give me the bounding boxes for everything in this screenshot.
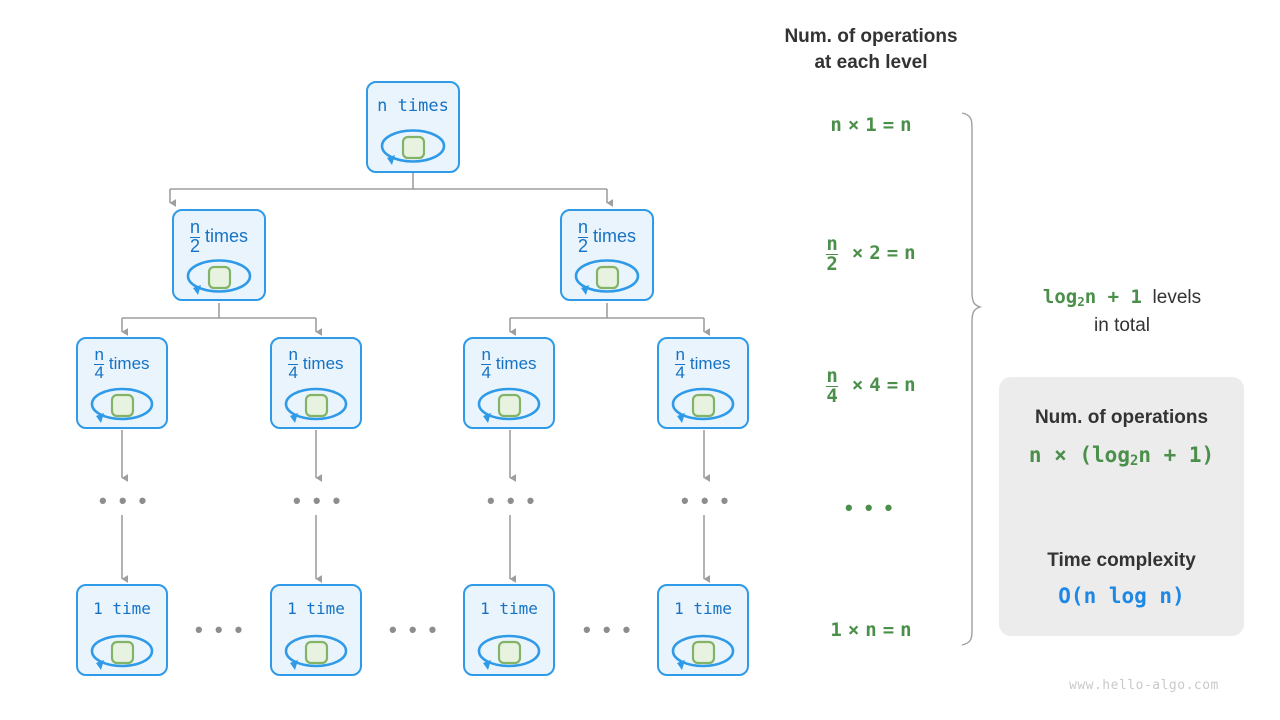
tree-node-label: n 4 times [288,345,344,382]
tree-node-level3-3[interactable]: n 4 times [657,337,749,429]
op-right: 2 [869,241,881,264]
operations-column-title-line1: Num. of operations [784,26,958,47]
tree-node-level4-0[interactable]: 1 time [76,584,168,676]
loop-icon [78,381,166,427]
summary-heading-complexity: Time complexity [1047,549,1196,571]
tree-node-level4-2[interactable]: 1 time [463,584,555,676]
fraction: n 2 [826,233,838,275]
tree-node-label: 1 time [287,599,345,618]
operations-row-ellipsis: • • • [845,495,896,520]
horizontal-ellipsis: • • • [583,617,634,642]
tree-node-level4-3[interactable]: 1 time [657,584,749,676]
summary-formula-operations: n × (log2n + 1) [1028,443,1215,470]
loop-icon [368,123,458,169]
tree-node-level2-1[interactable]: n 2 times [560,209,654,301]
op-right: 4 [869,373,881,396]
op-result: n [904,373,916,396]
op-result: n [900,113,912,136]
loop-icon [272,628,360,674]
op-left: 1 [830,618,842,641]
tree-node-label: 1 time [674,599,732,618]
tree-node-label: 1 time [480,599,538,618]
vertical-ellipsis: • • • [681,488,732,513]
fraction: n 4 [94,345,104,382]
loop-icon [562,253,652,299]
operations-row-level2: n 2 × 2 = n [763,235,979,273]
loop-icon [465,628,553,674]
operations-row-level3: n 4 × 4 = n [763,367,979,405]
op-equals: = [882,618,895,641]
loop-icon [659,628,747,674]
summary-box: Num. of operations n × (log2n + 1) Time … [999,377,1244,636]
vertical-ellipsis: • • • [99,488,150,513]
op-left: n [830,113,842,136]
tree-node-level3-1[interactable]: n 4 times [270,337,362,429]
tree-node-label: n 2 times [577,217,637,256]
op-equals: = [886,373,899,396]
levels-note-line2: in total [1094,314,1150,336]
operations-row-level4: 1 × n = n [763,618,979,642]
tree-node-label: n 2 times [189,217,249,256]
loop-icon [78,628,166,674]
fraction: n 4 [826,365,838,407]
levels-brace [961,112,983,646]
vertical-ellipsis: • • • [293,488,344,513]
tree-node-label: n 4 times [94,345,150,382]
loop-icon [465,381,553,427]
op-result: n [900,618,912,641]
tree-node-level3-2[interactable]: n 4 times [463,337,555,429]
fraction: n 2 [189,217,200,256]
op-equals: = [882,113,895,136]
summary-heading-operations: Num. of operations [1034,407,1209,428]
fraction: n 4 [288,345,298,382]
tree-node-level1-0[interactable]: n times [366,81,460,173]
operations-column-title: Num. of operations at each level [763,24,979,75]
op-result: n [904,241,916,264]
op-right: 1 [865,113,877,136]
fraction: n 2 [577,217,588,256]
tree-node-level3-0[interactable]: n 4 times [76,337,168,429]
tree-node-label: 1 time [93,599,151,618]
op-multiply: × [851,241,864,264]
op-right: n [865,618,877,641]
levels-note-suffix: levels [1152,287,1202,308]
levels-note-line1: log2n + 1 levels [1000,284,1244,312]
loop-icon [174,253,264,299]
operations-row-level1: n × 1 = n [763,113,979,137]
op-multiply: × [847,618,860,641]
summary-complexity-value: O(n log n) [1058,583,1185,608]
op-equals: = [886,241,899,264]
vertical-ellipsis: • • • [487,488,538,513]
loop-icon [272,381,360,427]
tree-node-label: n times [377,95,449,116]
fraction: n 4 [481,345,491,382]
operations-column-title-line2: at each level [814,51,928,73]
tree-node-level2-0[interactable]: n 2 times [172,209,266,301]
loop-icon [659,381,747,427]
horizontal-ellipsis: • • • [195,617,246,642]
levels-note: log2n + 1 levels in total [1000,284,1244,339]
horizontal-ellipsis: • • • [389,617,440,642]
tree-node-level4-1[interactable]: 1 time [270,584,362,676]
op-multiply: × [851,373,864,396]
watermark: www.hello-algo.com [1069,678,1219,693]
tree-node-label: n 4 times [481,345,537,382]
fraction: n 4 [675,345,685,382]
levels-formula: log2n + 1 [1042,286,1142,309]
tree-node-label: n 4 times [675,345,731,382]
op-multiply: × [847,113,860,136]
